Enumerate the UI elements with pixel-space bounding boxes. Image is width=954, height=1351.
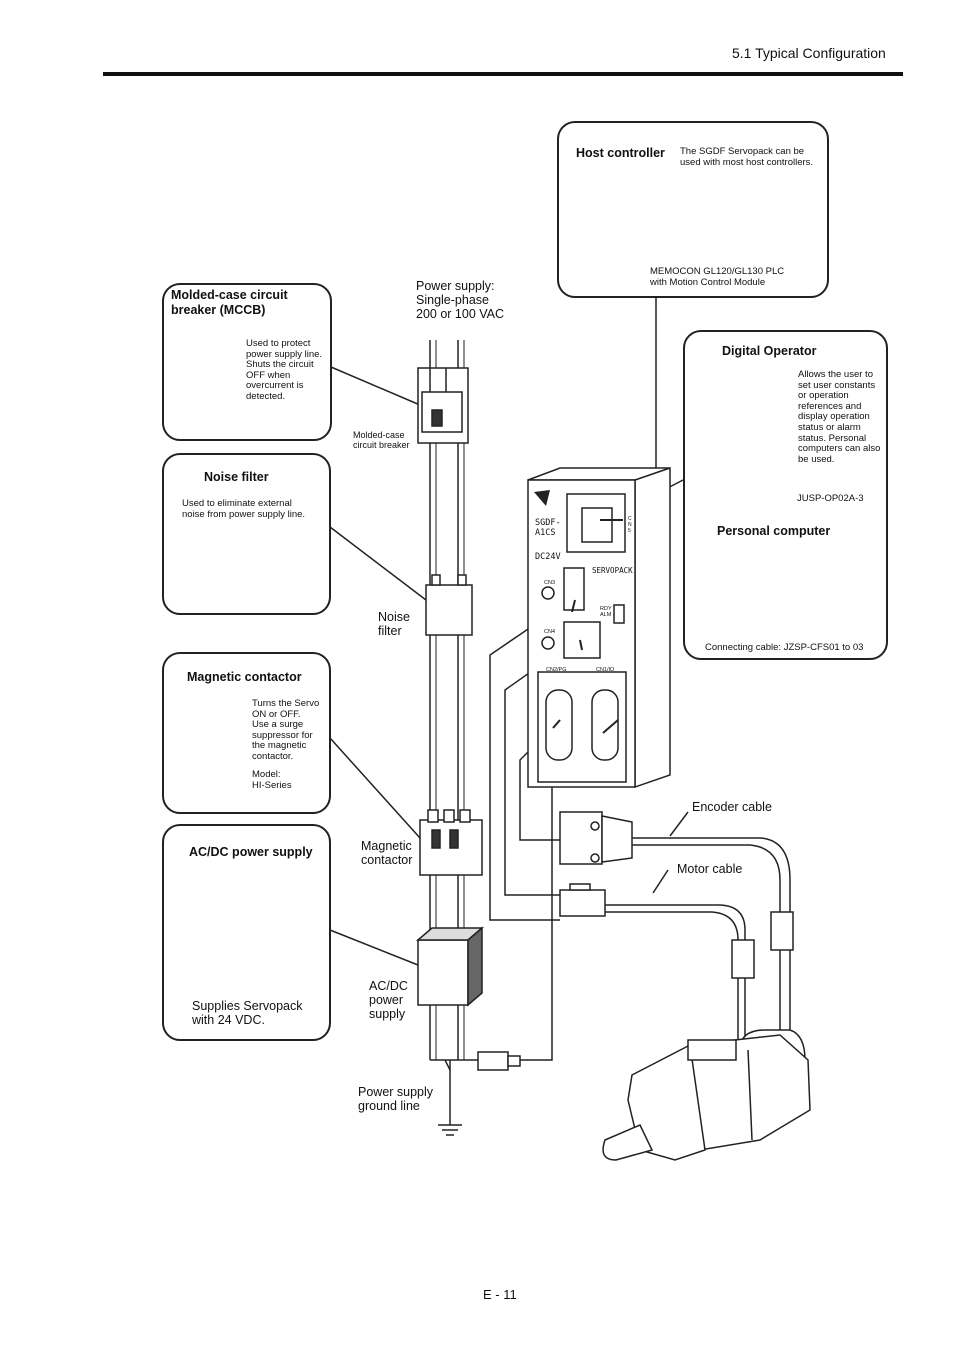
acdc-label: AC/DC power supply xyxy=(369,979,408,1021)
ground-line-label: Power supply ground line xyxy=(358,1085,434,1113)
servopack-voltage: DC24V xyxy=(535,552,561,562)
acdc-box xyxy=(162,824,331,1041)
noise-filter-box xyxy=(162,453,331,615)
servopack-cn2: CN2/PG xyxy=(546,667,567,673)
servopack-cn4: CN4 xyxy=(544,629,556,635)
magnetic-contactor-box xyxy=(162,652,331,814)
mccb-small-label: Molded-case circuit breaker xyxy=(353,430,410,450)
magnetic-contactor-label: Magnetic contactor xyxy=(361,839,413,867)
header-rule xyxy=(103,72,903,76)
mccb-box xyxy=(162,283,332,441)
digital-operator-description: Allows the user to set user constants or… xyxy=(798,369,881,465)
mccb-description: Used to protect power supply line. Shuts… xyxy=(246,338,323,402)
personal-computer-title: Personal computer xyxy=(717,524,831,538)
encoder-cable-label: Encoder cable xyxy=(692,800,772,814)
magnetic-contactor-description: Turns the Servo ON or OFF. Use a surge s… xyxy=(252,698,320,762)
servopack-brand: SERVOPACK xyxy=(592,566,633,575)
digital-operator-box xyxy=(683,330,888,660)
power-supply-label: Power supply: Single-phase 200 or 100 VA… xyxy=(416,279,505,321)
digital-operator-title: Digital Operator xyxy=(722,344,817,358)
servopack-cn1: CN1/IO xyxy=(596,667,615,673)
host-controller-box xyxy=(557,121,829,298)
noise-filter-description: Used to eliminate external noise from po… xyxy=(182,498,306,520)
motor-cable-label: Motor cable xyxy=(677,862,743,876)
servopack-rdy-alm: RDY ALM xyxy=(600,606,612,618)
host-controller-description: The SGDF Servopack can be used with most… xyxy=(680,146,814,168)
mccb-title: Molded-case circuit breaker (MCCB) xyxy=(171,288,288,317)
section-header: 5.1 Typical Configuration xyxy=(732,45,886,61)
magnetic-contactor-title: Magnetic contactor xyxy=(187,670,302,684)
noise-filter-title: Noise filter xyxy=(204,470,269,484)
page-number: E - 11 xyxy=(483,1287,517,1302)
servopack-cn3: CN3 xyxy=(544,580,556,586)
servopack-cn5: C N 5 xyxy=(628,516,632,534)
noise-filter-label: Noise filter xyxy=(378,610,410,638)
connecting-cable-label: Connecting cable: JZSP-CFS01 to 03 xyxy=(705,642,864,653)
host-controller-caption: MEMOCON GL120/GL130 PLC with Motion Cont… xyxy=(650,266,785,288)
servopack-model: SGDF- A1CS xyxy=(535,518,561,538)
magnetic-contactor-model: Model: HI-Series xyxy=(252,769,292,791)
host-controller-title: Host controller xyxy=(576,146,665,160)
acdc-description: Supplies Servopack with 24 VDC. xyxy=(192,999,303,1027)
acdc-title: AC/DC power supply xyxy=(189,845,313,859)
digital-operator-model: JUSP-OP02A-3 xyxy=(797,493,864,504)
